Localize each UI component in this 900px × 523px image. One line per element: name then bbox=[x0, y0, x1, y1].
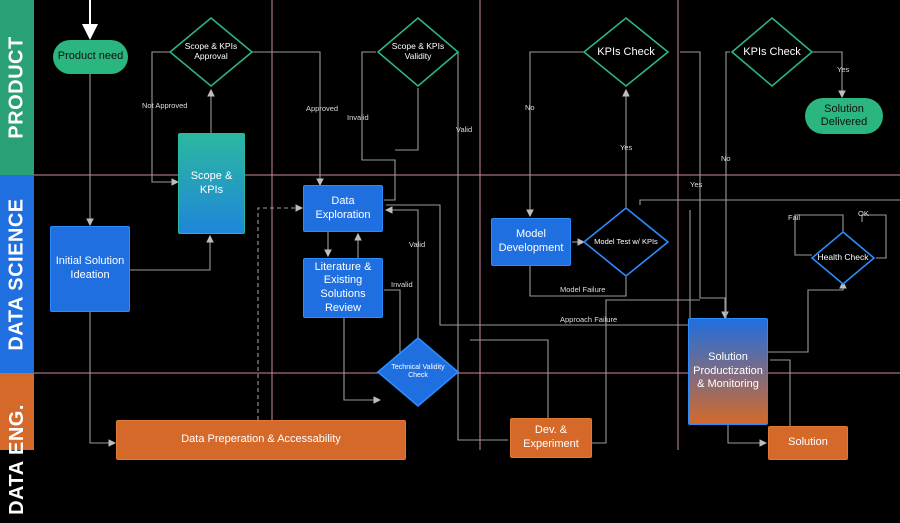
edge-label-valid-2: Valid bbox=[409, 240, 426, 249]
node-data-exploration[interactable]: Data Exploration bbox=[303, 185, 383, 232]
edge-label-yes-3: Yes bbox=[690, 180, 703, 189]
edge-label-valid-1: Valid bbox=[456, 125, 473, 134]
node-solution-delivered[interactable]: Solution Delivered bbox=[805, 98, 883, 134]
node-model-development[interactable]: Model Development bbox=[491, 218, 571, 266]
node-dev-experiment[interactable]: Dev. & Experiment bbox=[510, 418, 592, 458]
diamond-scope-kpis-validity bbox=[376, 16, 460, 88]
node-product-need[interactable]: Product need bbox=[53, 40, 128, 74]
label-model-test-kpis: Model Test w/ KPIs bbox=[594, 236, 658, 246]
edge-label-fail: Fail bbox=[788, 213, 801, 222]
diamond-model-test-kpis bbox=[582, 206, 670, 278]
edge-label-yes-2: Yes bbox=[837, 65, 850, 74]
flowchart-connectors bbox=[34, 0, 900, 450]
lane-band-data-science bbox=[0, 175, 34, 373]
edge-label-no-1: No bbox=[525, 103, 535, 112]
node-solution-productization[interactable]: Solution Productization & Monitoring bbox=[688, 318, 768, 425]
label-scope-kpis-validity: Scope & KPIs Validity bbox=[391, 41, 445, 61]
diamond-health-check bbox=[810, 230, 876, 286]
node-initial-solution-ideation[interactable]: Initial Solution Ideation bbox=[50, 226, 130, 312]
node-data-preparation[interactable]: Data Preperation & Accessability bbox=[116, 420, 406, 460]
diamond-kpis-check-2 bbox=[730, 16, 814, 88]
diamond-scope-kpis-approval bbox=[168, 16, 254, 88]
lane-band-product bbox=[0, 0, 34, 175]
edge-label-approach-failure: Approach Failure bbox=[560, 315, 618, 324]
edge-label-model-failure: Model Failure bbox=[560, 285, 606, 294]
label-kpis-check-2: KPIs Check bbox=[743, 45, 801, 58]
edge-label-no-2: No bbox=[721, 154, 731, 163]
label-health-check: Health Check bbox=[817, 252, 869, 263]
edge-label-approved: Approved bbox=[306, 104, 339, 113]
label-kpis-check-1: KPIs Check bbox=[597, 45, 655, 58]
edge-label-invalid-2: Invalid bbox=[391, 280, 413, 289]
label-technical-validity-check: Technical Validity Check bbox=[391, 363, 445, 379]
node-literature-review[interactable]: Literature & Existing Solutions Review bbox=[303, 258, 383, 318]
label-scope-kpis-approval: Scope & KPIs Approval bbox=[184, 41, 238, 61]
node-solution[interactable]: Solution bbox=[768, 426, 848, 460]
diamond-technical-validity bbox=[376, 336, 460, 408]
node-scope-kpis[interactable]: Scope & KPIs bbox=[178, 133, 245, 234]
edge-label-invalid-1: Invalid bbox=[347, 113, 369, 122]
diamond-kpis-check-1 bbox=[582, 16, 670, 88]
lane-band-data-eng bbox=[0, 373, 34, 450]
edge-label-not-approved: Not Approved bbox=[142, 101, 188, 110]
edge-label-yes-1: Yes bbox=[620, 143, 633, 152]
edge-label-ok: OK bbox=[858, 209, 869, 218]
